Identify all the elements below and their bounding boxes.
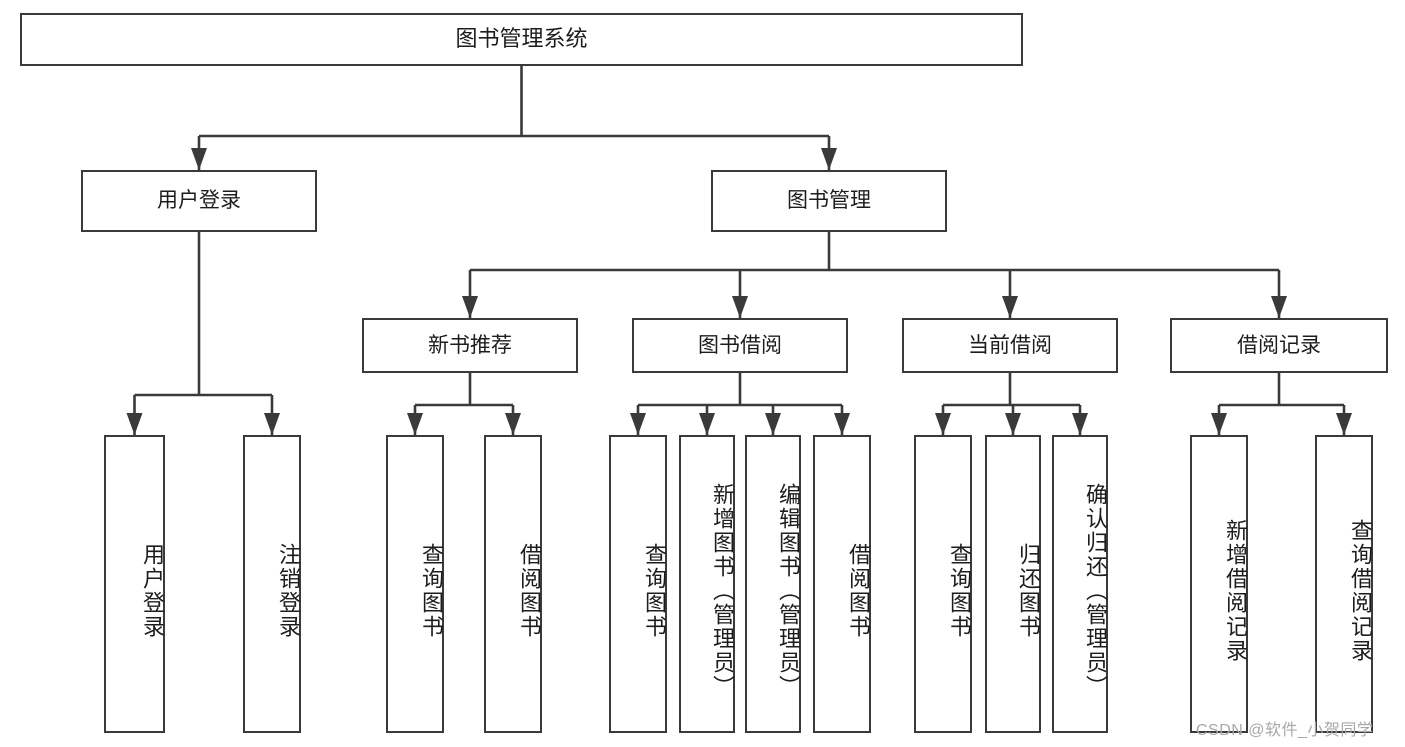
connector-arrowhead [462, 296, 478, 318]
node-leaf-bb-query[interactable]: 查询图书 [609, 435, 667, 733]
node-leaf-cb-query[interactable]: 查询图书 [914, 435, 972, 733]
node-label: 图书管理 [787, 189, 871, 213]
node-label: 归还图书 [1016, 543, 1041, 639]
node-leaf-br-query[interactable]: 查询借阅记录 [1315, 435, 1373, 733]
connector-arrowhead [732, 296, 748, 318]
node-label: 查询借阅记录 [1348, 519, 1373, 663]
connector-arrowhead [191, 148, 207, 170]
connector-arrowhead [264, 413, 280, 435]
node-book-manage[interactable]: 图书管理 [711, 170, 947, 232]
node-label: 当前借阅 [968, 333, 1052, 357]
connector-arrowhead [935, 413, 951, 435]
node-book-borrow[interactable]: 图书借阅 [632, 318, 848, 373]
node-current-borrow[interactable]: 当前借阅 [902, 318, 1118, 373]
node-label: 确认归还（管理员） [1083, 483, 1108, 699]
node-new-book-rec[interactable]: 新书推荐 [362, 318, 578, 373]
node-label: 查询图书 [419, 543, 444, 639]
node-label: 用户登录 [140, 543, 165, 639]
node-label: 借阅图书 [846, 543, 871, 639]
node-label: 查询图书 [947, 543, 972, 639]
connector-arrowhead [505, 413, 521, 435]
node-user-login[interactable]: 用户登录 [81, 170, 317, 232]
node-leaf-bb-edit[interactable]: 编辑图书（管理员） [745, 435, 801, 733]
node-leaf-br-add[interactable]: 新增借阅记录 [1190, 435, 1248, 733]
node-label: 新增借阅记录 [1223, 519, 1248, 663]
node-label: 编辑图书（管理员） [776, 483, 801, 699]
node-leaf-user-login[interactable]: 用户登录 [104, 435, 165, 733]
node-leaf-cb-return[interactable]: 归还图书 [985, 435, 1041, 733]
node-label: 借阅记录 [1237, 333, 1321, 357]
connector-arrowhead [1072, 413, 1088, 435]
connector-arrowhead [126, 413, 143, 435]
connector-arrowhead [1005, 413, 1021, 435]
watermark-text: CSDN @软件_小贺同学 [1196, 722, 1374, 739]
node-label: 图书借阅 [698, 333, 782, 357]
connector-arrowhead [630, 413, 646, 435]
node-leaf-rec-query[interactable]: 查询图书 [386, 435, 444, 733]
node-label: 注销登录 [276, 543, 301, 639]
node-leaf-bb-borrow[interactable]: 借阅图书 [813, 435, 871, 733]
node-label: 新书推荐 [428, 333, 512, 357]
connector-arrowhead [1211, 413, 1227, 435]
node-leaf-cb-confirm[interactable]: 确认归还（管理员） [1052, 435, 1108, 733]
node-label: 查询图书 [642, 543, 667, 639]
connector-arrowhead [834, 413, 850, 435]
node-leaf-rec-borrow[interactable]: 借阅图书 [484, 435, 542, 733]
node-root[interactable]: 图书管理系统 [20, 13, 1023, 66]
node-label: 新增图书（管理员） [710, 483, 735, 699]
connector-arrowhead [821, 148, 837, 170]
node-leaf-user-logout[interactable]: 注销登录 [243, 435, 301, 733]
connector-arrowhead [699, 413, 715, 435]
connector-arrowhead [1336, 413, 1352, 435]
connector-arrowhead [1002, 296, 1018, 318]
node-label: 图书管理系统 [455, 26, 588, 52]
node-borrow-record[interactable]: 借阅记录 [1170, 318, 1388, 373]
node-label: 借阅图书 [517, 543, 542, 639]
node-label: 用户登录 [157, 189, 241, 213]
connector-arrowhead [407, 413, 423, 435]
node-leaf-bb-add[interactable]: 新增图书（管理员） [679, 435, 735, 733]
connector-arrowhead [1271, 296, 1287, 318]
connector-arrowhead [765, 413, 781, 435]
